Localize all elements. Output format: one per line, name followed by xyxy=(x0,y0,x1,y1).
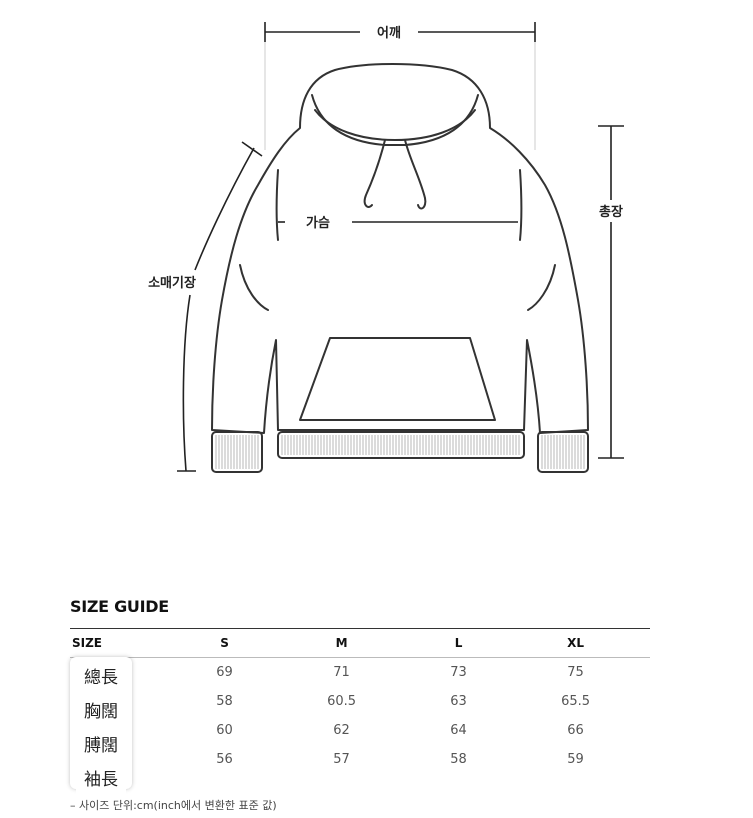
row-label-box: 總長 胸闊 膊闊 袖長 xyxy=(70,657,132,797)
shoulder-label: 어깨 xyxy=(377,25,401,41)
sleeve-length-label: 소매기장 xyxy=(148,275,196,291)
table-cell: 75 xyxy=(567,665,584,680)
hoodie-body-outline xyxy=(211,63,589,434)
left-drawstring xyxy=(363,139,386,208)
column-header: SIZE xyxy=(70,628,182,658)
hood-inner-line xyxy=(311,94,479,146)
row-label-shoulder: 膊闊 xyxy=(76,730,126,763)
right-drawstring xyxy=(404,139,427,210)
column-header: L xyxy=(415,628,502,658)
kangaroo-pocket xyxy=(299,337,496,421)
table-cell: 65.5 xyxy=(561,694,591,709)
chest-label: 가슴 xyxy=(306,216,330,231)
left-cuff xyxy=(211,431,263,473)
row-label-chest: 胸闊 xyxy=(76,696,126,729)
right-armhole-line xyxy=(519,169,523,241)
rib-texture xyxy=(215,435,585,469)
table-cell: 66 xyxy=(567,723,584,738)
total-length-label: 총장 xyxy=(599,204,623,220)
table-cell: 60.5 xyxy=(327,694,357,709)
table-cell: 57 xyxy=(333,752,350,767)
table-cell: 73 xyxy=(450,665,467,680)
left-armhole-line xyxy=(275,169,279,241)
right-cuff xyxy=(537,431,589,473)
row-label-sleeve: 袖長 xyxy=(76,764,126,797)
size-table-header: SIZE S M L XL xyxy=(70,628,650,658)
table-row: 58 60.5 63 65.5 xyxy=(70,687,650,716)
table-cell: 58 xyxy=(450,752,467,767)
size-table: SIZE S M L XL 69 71 73 75 58 60.5 63 65.… xyxy=(70,628,650,774)
table-cell: 62 xyxy=(333,723,350,738)
table-cell: 56 xyxy=(216,752,233,767)
table-row: 60 62 64 66 xyxy=(70,716,650,745)
hoodie-measurement-diagram: 어깨 가슴 총장 소매기장 xyxy=(148,22,624,473)
table-cell: 64 xyxy=(450,723,467,738)
table-cell: 58 xyxy=(216,694,233,709)
row-label-total-length: 總長 xyxy=(76,662,126,695)
column-header: M xyxy=(267,628,416,658)
table-cell: 63 xyxy=(450,694,467,709)
unit-footnote: – 사이즈 단위:cm(inch에서 변환한 표준 값) xyxy=(70,799,277,812)
column-header: XL xyxy=(501,628,650,658)
table-cell: 69 xyxy=(216,665,233,680)
table-row: 69 71 73 75 xyxy=(70,658,650,688)
hem-rib xyxy=(277,431,525,459)
column-header: S xyxy=(182,628,268,658)
hood-neck-line xyxy=(314,109,476,141)
right-sleeve-fold xyxy=(527,264,556,311)
table-cell: 71 xyxy=(333,665,350,680)
left-sleeve-fold xyxy=(239,264,269,311)
table-row: 56 57 58 59 xyxy=(70,745,650,774)
table-cell: 59 xyxy=(567,752,584,767)
table-cell: 60 xyxy=(216,723,233,738)
size-guide-title: SIZE GUIDE xyxy=(70,597,169,616)
